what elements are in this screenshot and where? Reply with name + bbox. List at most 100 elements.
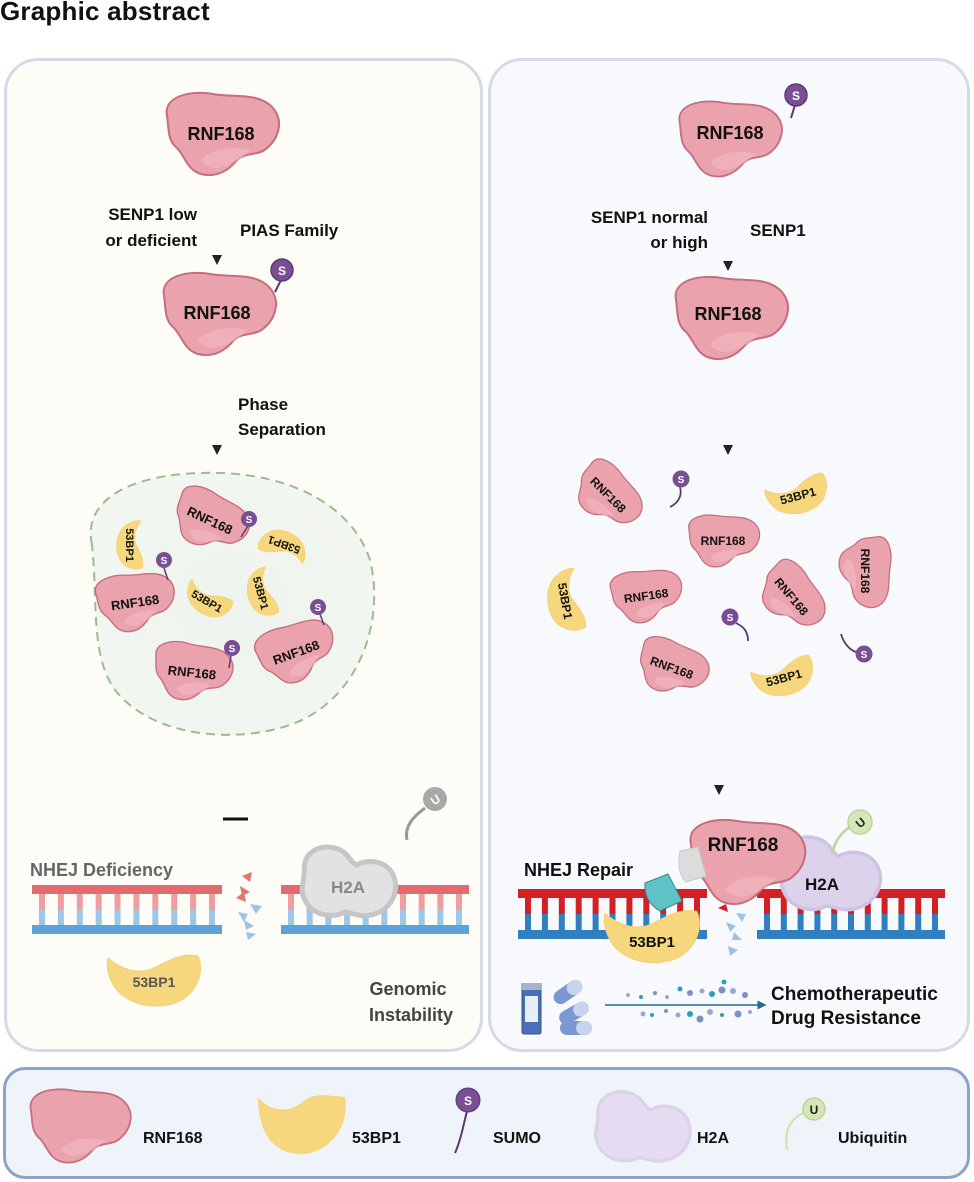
dna-top-strand: [518, 889, 707, 898]
dna-base-pair: [780, 914, 787, 930]
dna-bottom-strand: [757, 930, 945, 939]
genomic-instability-line2: Instability: [369, 1005, 453, 1025]
legend-item-53bp1: 53BP1: [258, 1095, 401, 1155]
left-sumoylated-rnf168: S RNF168: [162, 258, 294, 357]
svg-text:SUMO: SUMO: [493, 1130, 541, 1147]
drug-particle: [707, 1009, 713, 1015]
dna-base-pair: [764, 898, 770, 914]
dispersed-rnf168-5: RNF168: [838, 536, 892, 609]
drug-particle: [709, 991, 715, 997]
dna-base-pair: [95, 894, 102, 910]
dna-base-pair: [76, 894, 83, 910]
drug-particle: [687, 990, 693, 996]
capsules-icon: [553, 979, 592, 1035]
sumo-icon: [270, 258, 294, 282]
dna-base-pair: [626, 898, 633, 914]
dna-base-pair: [76, 909, 83, 925]
dispersed-rnf168-6: RNF168: [629, 631, 716, 706]
svg-text:RNF168: RNF168: [143, 1130, 203, 1147]
svg-text:S: S: [464, 1094, 472, 1108]
dna-top-strand: [32, 885, 222, 894]
svg-text:S: S: [278, 264, 286, 278]
dna-base-pair: [190, 894, 197, 910]
svg-text:S: S: [792, 89, 800, 103]
svg-text:S: S: [861, 650, 868, 661]
left-free-ubiquitin: U: [404, 787, 447, 841]
dna-base-pair: [525, 898, 531, 914]
drug-particle: [626, 993, 630, 997]
dna-base-pair: [39, 894, 45, 910]
dna-base-pair: [780, 898, 787, 914]
dna-base-pair: [831, 914, 838, 930]
dna-base-pair: [677, 898, 684, 914]
svg-text:S: S: [161, 556, 168, 567]
dna-base-pair: [764, 914, 770, 930]
dna-base-pair: [643, 914, 650, 930]
condensate-sumo-4: S: [310, 599, 326, 626]
dna-base-pair: [558, 914, 565, 930]
dna-base-pair: [898, 914, 905, 930]
legend-box: [3, 1067, 970, 1179]
drug-particle: [665, 995, 669, 999]
svg-text:Ubiquitin: Ubiquitin: [838, 1130, 907, 1147]
dna-base-pair: [190, 909, 197, 925]
dispersed-rnf168-2: RNF168: [688, 514, 761, 568]
legend-item-sumo: S SUMO: [454, 1087, 541, 1154]
svg-text:53BP1: 53BP1: [133, 974, 176, 990]
drug-bottle-icon: [521, 983, 542, 1035]
right-step1-label-line1: SENP1 normal: [591, 208, 708, 227]
dna-base-pair: [209, 909, 215, 925]
dna-base-pair: [418, 894, 425, 910]
dna-base-pair: [114, 894, 121, 910]
dna-base-pair: [133, 894, 140, 910]
dna-bottom-strand: [32, 925, 222, 934]
drug-particle: [720, 1013, 724, 1017]
right-top-sumoylated-rnf168: S RNF168: [678, 83, 808, 178]
condensate-53bp1-1: 53BP1: [116, 520, 144, 570]
dna-base-pair: [437, 894, 444, 910]
condensate-rnf168-3: RNF168: [150, 638, 236, 706]
svg-text:53BP1: 53BP1: [123, 528, 135, 562]
dna-base-pair: [915, 914, 922, 930]
drug-particle: [650, 1013, 654, 1017]
drug-particle: [639, 995, 643, 999]
svg-text:RNF168: RNF168: [708, 835, 779, 856]
svg-text:RNF168: RNF168: [858, 549, 872, 594]
drug-particle: [748, 1010, 752, 1014]
dna-base-pair: [288, 894, 294, 910]
dna-base-pair: [932, 898, 938, 914]
condensate-sumo-3: S: [224, 640, 240, 669]
dna-base-pair: [864, 914, 871, 930]
dna-base-pair: [57, 909, 64, 925]
dna-base-pair: [171, 909, 178, 925]
svg-text:U: U: [810, 1103, 819, 1117]
rnf168-label: RNF168: [696, 123, 763, 143]
dna-base-pair: [643, 898, 650, 914]
left-step1-label-line1: SENP1 low: [108, 205, 198, 224]
legend-item-h2a: H2A: [593, 1089, 729, 1163]
dna-base-pair: [152, 909, 159, 925]
svg-text:RNF168: RNF168: [623, 586, 670, 606]
left-step1-label-line2: or deficient: [105, 231, 197, 250]
right-h2a: H2A: [779, 835, 883, 912]
dispersed-53bp1-2: 53BP1: [542, 567, 588, 635]
dna-base-pair: [814, 914, 821, 930]
nhej-repair-label: NHEJ Repair: [524, 860, 633, 880]
left-53bp1-unbound: 53BP1: [106, 954, 201, 1007]
dna-base-pair: [694, 898, 700, 914]
dna-base-pair: [575, 898, 582, 914]
drug-particle: [742, 992, 748, 998]
dna-base-pair: [209, 894, 215, 910]
dna-base-pair: [57, 894, 64, 910]
dna-base-pair: [39, 909, 45, 925]
dna-base-pair: [797, 914, 804, 930]
chemo-resistance-line2: Drug Resistance: [771, 1008, 921, 1029]
free-sumo-3: S: [840, 633, 873, 663]
genomic-instability-line1: Genomic: [369, 979, 446, 999]
dna-base-pair: [114, 909, 121, 925]
svg-text:RNF168: RNF168: [167, 663, 217, 683]
dna-base-pair: [558, 898, 565, 914]
svg-text:S: S: [229, 644, 236, 655]
chemo-resistance-line1: Chemotherapeutic: [771, 984, 938, 1005]
right-teal-adapter: [644, 873, 683, 912]
